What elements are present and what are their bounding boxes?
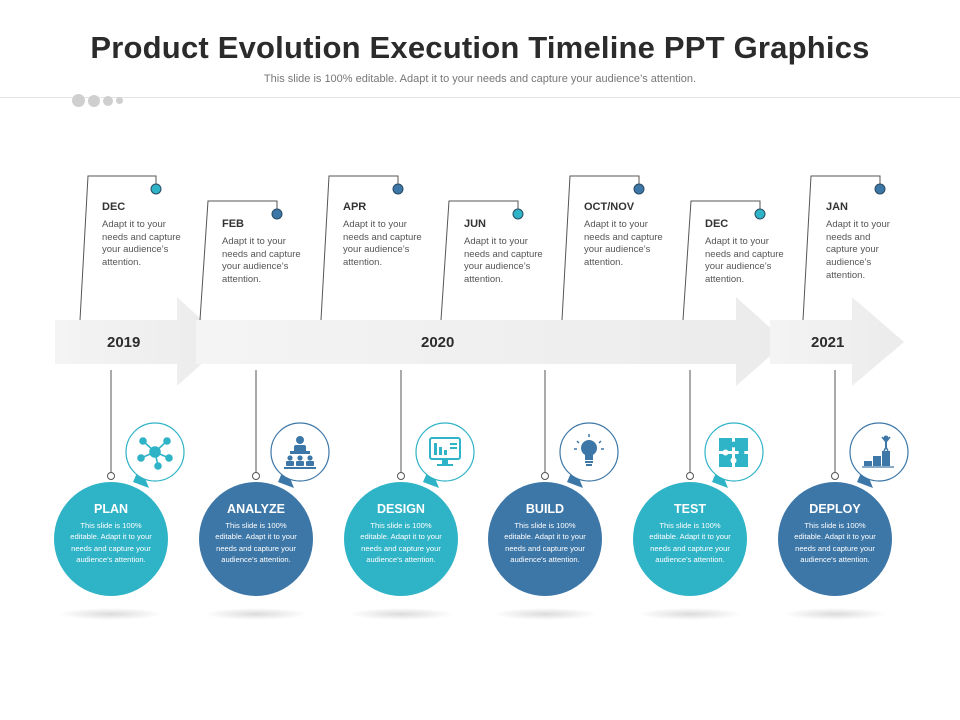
phase-title: BUILD [525, 502, 565, 516]
year-label-2019: 2019 [107, 334, 141, 351]
phase-description: This slide is 100% editable. Adapt it to… [360, 521, 442, 564]
milestone-connector [682, 200, 761, 321]
phase-analyze-shape [199, 422, 330, 596]
phase-build: BUILD This slide is 100% editable. Adapt… [488, 502, 602, 565]
milestone-connector [320, 175, 399, 321]
milestone-text: Adapt it to your needs and capture your … [705, 236, 784, 286]
milestone-connector [561, 175, 640, 321]
phase-description: This slide is 100% editable. Adapt it to… [215, 521, 297, 564]
milestone-dot [633, 183, 645, 195]
phase-title: PLAN [93, 502, 129, 516]
phase-design: DESIGN This slide is 100% editable. Adap… [344, 502, 458, 565]
phase-plan: PLAN This slide is 100% editable. Adapt … [54, 502, 168, 565]
milestone-text: Adapt it to your needs and capture your … [464, 236, 543, 286]
phase-description: This slide is 100% editable. Adapt it to… [70, 521, 152, 564]
dot-3 [103, 95, 113, 106]
puzzle-icon [719, 438, 748, 467]
phase-shadow [493, 608, 597, 620]
phase-shadow [59, 608, 163, 620]
phase-build-shape [488, 422, 619, 596]
phase-title: TEST [674, 502, 706, 516]
phase-description: This slide is 100% editable. Adapt it to… [794, 521, 876, 564]
milestone-month: APR [343, 201, 367, 213]
milestone-connector [802, 175, 881, 321]
milestone-connector [440, 200, 519, 321]
milestone-month: DEC [102, 201, 126, 213]
phase-test: TEST This slide is 100% editable. Adapt … [633, 502, 747, 565]
milestone-connector [79, 175, 157, 321]
network-icon [137, 437, 173, 470]
dot-1 [72, 94, 85, 108]
milestone-dot [874, 183, 886, 195]
slide-title: Product Evolution Execution Timeline PPT… [90, 30, 870, 65]
year-label-2021: 2021 [811, 334, 845, 351]
phase-shadow [783, 608, 887, 620]
milestone-month: OCT/NOV [584, 201, 635, 213]
phase-description: This slide is 100% editable. Adapt it to… [649, 521, 731, 564]
milestone-dot [754, 208, 766, 220]
milestone-month: JUN [464, 218, 487, 230]
phase-title: DESIGN [377, 502, 425, 516]
milestone-month: JAN [826, 201, 849, 213]
dot-4 [116, 97, 123, 105]
podium-icon [862, 435, 894, 468]
timeline-arrow-1 [55, 297, 226, 386]
decorative-dots [72, 92, 126, 110]
milestone-month: DEC [705, 218, 729, 230]
timeline-arrow-2 [196, 297, 786, 386]
milestone-text: Adapt it to your needs and capture your … [102, 219, 181, 269]
phase-deploy: DEPLOY This slide is 100% editable. Adap… [778, 502, 892, 565]
milestone-text: Adapt it to your needs and capture your … [222, 236, 301, 286]
header-divider [0, 97, 960, 98]
phase-shadow [638, 608, 742, 620]
timeline-arrow-3 [770, 297, 904, 386]
presentation-icon [284, 436, 316, 469]
milestone-dot [271, 208, 283, 220]
milestone-dot [150, 183, 162, 195]
milestone-text: Adapt it to your needs and capture your … [584, 219, 663, 269]
phase-shadow [204, 608, 308, 620]
phase-title: ANALYZE [227, 502, 285, 516]
dot-2 [88, 94, 100, 107]
milestone-text: Adapt it to your needs and capture your … [343, 219, 422, 269]
milestone-dot [392, 183, 404, 195]
monitor-chart-icon [429, 437, 461, 466]
milestone-text: Adapt it to your needs and capture your … [826, 219, 890, 281]
milestone-connector [199, 200, 278, 321]
slide-subtitle: This slide is 100% editable. Adapt it to… [263, 73, 697, 85]
lightbulb-icon [574, 434, 604, 466]
phase-title: DEPLOY [809, 502, 861, 516]
phase-shadow [349, 608, 453, 620]
milestone-month: FEB [222, 218, 244, 230]
phase-description: This slide is 100% editable. Adapt it to… [504, 521, 586, 564]
phase-analyze: ANALYZE This slide is 100% editable. Ada… [199, 502, 313, 565]
year-label-2020: 2020 [421, 334, 455, 351]
milestone-dot [512, 208, 524, 220]
